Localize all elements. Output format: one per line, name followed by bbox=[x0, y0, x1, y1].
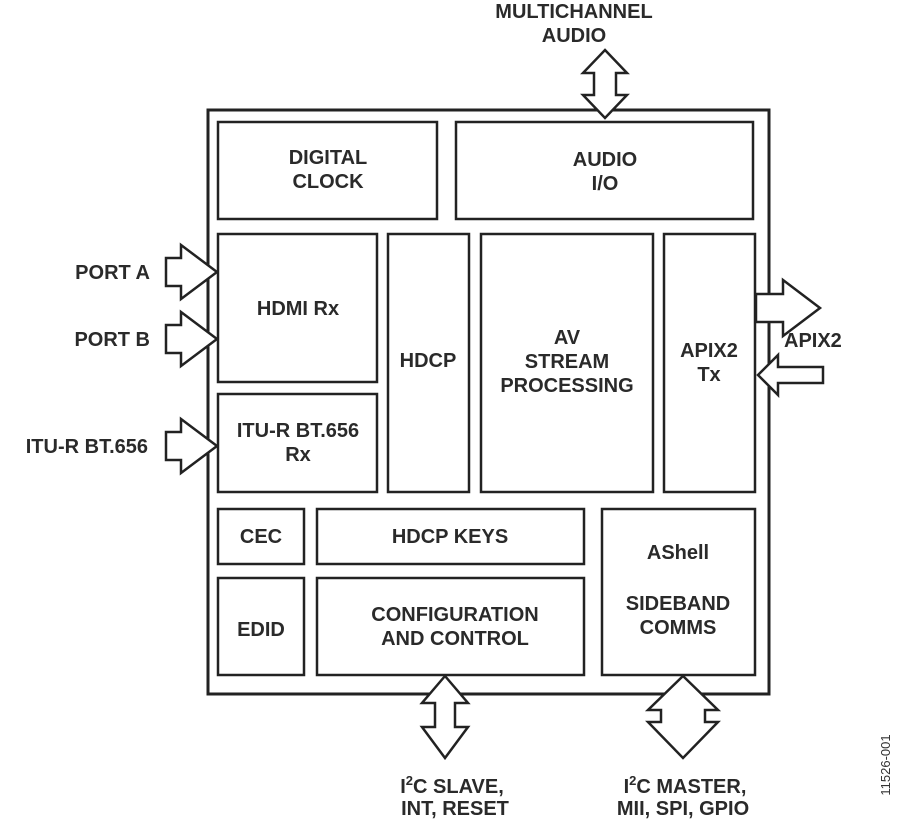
i2c-master-label-line-2: MII, SPI, GPIO bbox=[617, 798, 749, 820]
i2c-slave-label-line-2: INT, RESET bbox=[401, 798, 509, 820]
block-ashell-sideband-comms: AShell SIDEBAND COMMS bbox=[600, 507, 757, 677]
itu-rx-line-2: Rx bbox=[285, 444, 311, 466]
av-stream-line-3: PROCESSING bbox=[500, 375, 633, 397]
multichannel-audio-arrow bbox=[580, 48, 630, 120]
i2c-slave-label-line-1: I2C SLAVE, bbox=[400, 773, 504, 798]
block-audio-io: AUDIO I/O bbox=[454, 120, 755, 221]
block-edid: EDID bbox=[216, 576, 306, 677]
edid-label: EDID bbox=[237, 619, 285, 641]
cec-label: CEC bbox=[240, 526, 282, 548]
digital-clock-line-2: CLOCK bbox=[292, 171, 364, 193]
apix2-label: APIX2 bbox=[784, 330, 842, 352]
itu-r-arrow bbox=[164, 416, 220, 476]
config-line-1: CONFIGURATION bbox=[371, 604, 538, 626]
block-apix2-tx: APIX2 Tx bbox=[662, 232, 757, 494]
av-stream-line-1: AV bbox=[554, 327, 581, 349]
hdmi-rx-label: HDMI Rx bbox=[257, 298, 339, 320]
audio-io-line-2: I/O bbox=[592, 173, 619, 195]
apix2-tx-line-1: APIX2 bbox=[680, 340, 738, 362]
apix2-tx-line-2: Tx bbox=[697, 364, 720, 386]
port-a-label: PORT A bbox=[75, 262, 150, 284]
hdcp-keys-label: HDCP KEYS bbox=[392, 526, 508, 548]
multichannel-label-line-1: MULTICHANNEL bbox=[495, 1, 652, 23]
figure-id: 11526-001 bbox=[878, 734, 893, 795]
ashell-line-3: COMMS bbox=[640, 617, 717, 639]
apix2-in-arrow bbox=[756, 351, 825, 399]
hdcp-label: HDCP bbox=[400, 350, 457, 372]
i2c-master-arrow bbox=[644, 674, 722, 760]
ashell-line-2: SIDEBAND bbox=[626, 593, 730, 615]
block-digital-clock: DIGITAL CLOCK bbox=[216, 120, 439, 221]
block-itu-rx: ITU-R BT.656 Rx bbox=[216, 392, 379, 494]
av-stream-line-2: STREAM bbox=[525, 351, 609, 373]
block-av-stream-processing: AV STREAM PROCESSING bbox=[479, 232, 655, 494]
block-hdmi-rx: HDMI Rx bbox=[216, 232, 379, 384]
multichannel-label-line-2: AUDIO bbox=[542, 25, 606, 47]
itu-r-label: ITU-R BT.656 bbox=[26, 436, 148, 458]
audio-io-line-1: AUDIO bbox=[573, 149, 637, 171]
port-b-arrow bbox=[164, 309, 220, 369]
digital-clock-line-1: DIGITAL bbox=[289, 147, 368, 169]
i2c-master-label-line-1: I2C MASTER, bbox=[624, 773, 747, 798]
port-b-label: PORT B bbox=[74, 329, 150, 351]
block-hdcp: HDCP bbox=[386, 232, 471, 494]
ashell-line-1: AShell bbox=[647, 542, 709, 564]
port-a-arrow bbox=[164, 242, 220, 302]
block-cec: CEC bbox=[216, 507, 306, 566]
itu-rx-line-1: ITU-R BT.656 bbox=[237, 420, 359, 442]
block-configuration-and-control: CONFIGURATION AND CONTROL bbox=[315, 576, 586, 677]
block-hdcp-keys: HDCP KEYS bbox=[315, 507, 586, 566]
apix2-out-arrow bbox=[754, 277, 823, 339]
i2c-slave-arrow bbox=[419, 674, 471, 761]
config-line-2: AND CONTROL bbox=[381, 628, 529, 650]
